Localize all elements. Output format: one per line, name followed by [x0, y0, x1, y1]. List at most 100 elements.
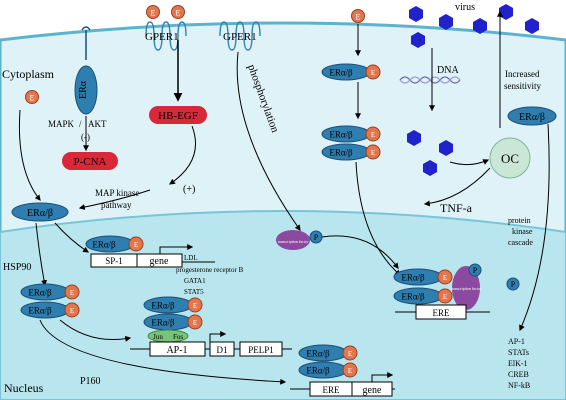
svg-text:ERα/β: ERα/β — [28, 306, 52, 316]
pelp1-label: PELP1 — [248, 345, 274, 355]
transcription-factor-nucleus — [452, 266, 480, 310]
er-estrogen-dimer-ap1: ERα/β E ERα/β E — [143, 296, 203, 331]
gper1-right-label: GPER1 — [223, 31, 257, 43]
kinase-label: kinase — [512, 227, 533, 236]
nucleus-label: Nucleus — [4, 381, 44, 395]
svg-text:E: E — [176, 9, 181, 18]
sp1-gene-label: gene — [150, 256, 169, 267]
er-estrogen-dimer-right: ERα/β E ERα/β E — [321, 125, 381, 161]
er-alpha-beta-label: ERα/β — [27, 208, 53, 219]
osteoclast-oc — [489, 137, 531, 179]
er-estrogen-dimer-ere-bottom: ERα/β E ERα/β E — [298, 344, 358, 379]
map-kinase-label: MAP kinase — [95, 188, 139, 198]
akt-label: AKT — [88, 119, 107, 129]
estrogen-icon: E — [146, 5, 160, 19]
kinase-target-2: ElK-1 — [508, 359, 528, 368]
svg-text:E: E — [193, 319, 197, 327]
dna-label: DNA — [437, 65, 459, 76]
er-alpha-membrane-receptor — [74, 65, 98, 115]
increased-label: Increased — [505, 69, 540, 79]
er-alpha-beta-cytoplasm — [11, 202, 69, 222]
svg-text:ERα/β: ERα/β — [28, 288, 52, 298]
mapk-label: MAPK — [48, 119, 75, 129]
er-alpha-label: ERα — [78, 80, 89, 99]
svg-text:E: E — [70, 307, 74, 315]
phosphate-nucleus-tf — [468, 263, 482, 277]
estrogen-icon: E — [171, 5, 185, 19]
fos-label: Fos — [173, 333, 183, 341]
ere-label-nucleus: ERE — [433, 308, 451, 318]
svg-text:E: E — [193, 302, 197, 310]
virus-label: virus — [455, 2, 475, 13]
tnf-a-label: TNF-a — [440, 201, 473, 215]
pelp1-box — [239, 341, 283, 357]
slash-label: / — [79, 119, 82, 129]
oc-label: OC — [501, 151, 519, 166]
er-estrogen-complex-sp1: ERα/β E — [85, 235, 144, 253]
phosphate-nucleus — [506, 277, 520, 291]
svg-text:E: E — [348, 367, 352, 375]
er-estrogen-complex-right: ERα/β E — [321, 63, 381, 81]
kinase-target-0: AP-1 — [508, 337, 525, 346]
transcription-factor-cytoplasm — [276, 230, 310, 250]
svg-text:E: E — [371, 149, 375, 157]
svg-text:ERα/β: ERα/β — [329, 130, 353, 140]
estrogen-icon: E — [351, 9, 365, 23]
svg-text:ERα/β: ERα/β — [401, 292, 425, 302]
svg-text:P: P — [511, 280, 516, 289]
svg-text:ERα/β: ERα/β — [92, 240, 116, 250]
p160-label: P160 — [80, 376, 101, 387]
gper1-receptor-left — [145, 21, 187, 51]
kinase-target-1: STATs — [508, 348, 529, 357]
sp1-target-0: LDL — [184, 254, 198, 262]
svg-text:E: E — [134, 241, 138, 249]
gper1-receptor-right — [219, 21, 261, 51]
svg-text:E: E — [371, 69, 375, 77]
svg-text:ERα/β: ERα/β — [151, 318, 175, 328]
estrogen-icon: E — [25, 90, 39, 104]
d1-label: D1 — [217, 345, 228, 355]
pathway-label: pathway — [101, 200, 132, 210]
svg-text:E: E — [70, 289, 74, 297]
protein-label: protein — [508, 216, 531, 225]
svg-text:ERα/β: ERα/β — [329, 68, 353, 78]
ere-label-bottom: ERE — [323, 385, 341, 395]
svg-text:ERα/β: ERα/β — [151, 301, 175, 311]
er-alpha-beta-right-membrane — [507, 106, 557, 126]
sp1-target-2: GATA1 — [184, 277, 206, 285]
kinase-target-4: NF-kB — [508, 381, 530, 390]
hb-egf-box — [149, 106, 207, 124]
sensitivity-label: sensitivity — [504, 81, 542, 91]
svg-text:E: E — [371, 131, 375, 139]
virus-cluster-inside — [407, 130, 453, 176]
hsp90-label: HSP90 — [3, 262, 31, 273]
cytoplasm-label: Cytoplasm — [2, 67, 55, 81]
p-cna-label: P-CNA — [73, 156, 106, 168]
svg-text:ERα/β: ERα/β — [329, 148, 353, 158]
ap1-label: AP-1 — [166, 345, 187, 356]
svg-text:E: E — [348, 350, 352, 358]
er-estrogen-dimer-ere-nucleus: ERα/β E ERα/β E — [393, 268, 453, 305]
plus-label: (+) — [183, 184, 195, 195]
svg-text:E: E — [443, 293, 447, 301]
tf-label-cytoplasm: transcription factor — [278, 239, 309, 244]
svg-text:P: P — [314, 233, 319, 242]
tf-label-nucleus: transcription factor — [451, 286, 482, 291]
gene-label-bottom: gene — [363, 385, 382, 396]
svg-text:P: P — [473, 266, 478, 275]
sp1-target-1: progesterone receptor B — [176, 266, 244, 274]
svg-text:E: E — [356, 13, 361, 22]
er-alpha-beta-right-label: ERα/β — [519, 112, 545, 123]
svg-text:ERα/β: ERα/β — [306, 349, 330, 359]
p-cna-box — [62, 152, 118, 170]
gper1-left-label: GPER1 — [145, 31, 179, 43]
svg-text:E: E — [443, 274, 447, 282]
d1-box — [209, 341, 235, 357]
svg-text:E: E — [151, 9, 156, 18]
ap1-box — [149, 341, 206, 357]
kinase-target-3: CREB — [508, 370, 529, 379]
svg-text:ERα/β: ERα/β — [306, 366, 330, 376]
svg-text:ERα/β: ERα/β — [401, 273, 425, 283]
